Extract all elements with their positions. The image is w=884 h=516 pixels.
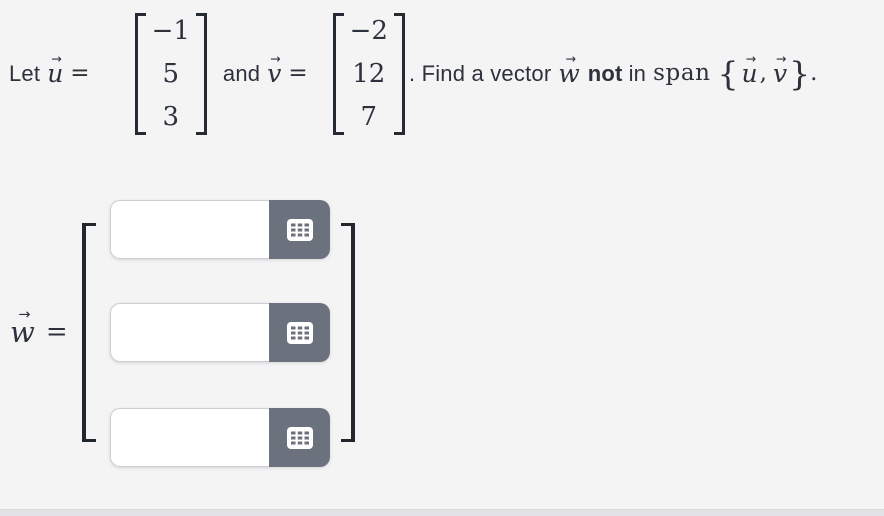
open-brace: { xyxy=(717,54,739,94)
virtual-keyboard-button-2[interactable] xyxy=(269,303,330,362)
answer-row-3 xyxy=(110,408,330,467)
v-matrix: −2 12 7 xyxy=(332,13,405,135)
w-vector-symbol: w xyxy=(10,314,35,352)
and-label: and xyxy=(222,60,261,86)
vector-entry-input-1[interactable] xyxy=(110,200,269,259)
let-label: Let xyxy=(9,60,41,86)
u-matrix: −1 5 3 xyxy=(134,13,207,135)
matrix-entry: 12 xyxy=(352,59,386,89)
keypad-icon xyxy=(286,321,313,344)
equals-sign: = xyxy=(288,60,308,87)
vector-entry-input-3[interactable] xyxy=(110,408,269,467)
in-label: in xyxy=(628,60,647,86)
final-period: . xyxy=(810,60,818,87)
bottom-divider xyxy=(0,509,884,516)
answer-row-1 xyxy=(110,200,330,259)
vector-entry-input-2[interactable] xyxy=(110,303,269,362)
matrix-entry: 7 xyxy=(360,102,378,132)
equals-sign: = xyxy=(45,316,68,347)
not-emphasis: not xyxy=(587,60,623,86)
matrix-entry: 5 xyxy=(162,59,180,89)
matrix-left-bracket xyxy=(332,13,344,135)
u-vector-symbol: u xyxy=(742,58,758,91)
answer-label: w = xyxy=(10,314,68,352)
matrix-entry: −2 xyxy=(349,16,388,46)
close-brace: } xyxy=(789,54,811,94)
answer-row-2 xyxy=(110,303,330,362)
span-label: span xyxy=(653,60,711,87)
virtual-keyboard-button-3[interactable] xyxy=(269,408,330,467)
answer-vector-left-bracket xyxy=(82,223,96,442)
v-matrix-entries: −2 12 7 xyxy=(344,13,394,135)
keypad-icon xyxy=(286,218,313,241)
u-matrix-entries: −1 5 3 xyxy=(146,13,196,135)
u-vector-symbol: u xyxy=(47,58,63,91)
v-vector-symbol: v xyxy=(267,58,281,91)
matrix-right-bracket xyxy=(393,13,405,135)
find-vector-text: . Find a vector xyxy=(408,60,552,86)
matrix-right-bracket xyxy=(195,13,207,135)
virtual-keyboard-button-1[interactable] xyxy=(269,200,330,259)
matrix-entry: 3 xyxy=(162,102,180,132)
matrix-left-bracket xyxy=(134,13,146,135)
answer-vector-right-bracket xyxy=(341,223,355,442)
comma: , xyxy=(759,60,767,87)
v-vector-symbol: v xyxy=(773,58,787,91)
w-vector-symbol: w xyxy=(558,58,579,91)
problem-statement: Let u = −1 5 3 and v = −2 12 7 . Find a … xyxy=(9,8,817,140)
equals-sign: = xyxy=(70,60,90,87)
matrix-entry: −1 xyxy=(151,16,190,46)
keypad-icon xyxy=(286,426,313,449)
